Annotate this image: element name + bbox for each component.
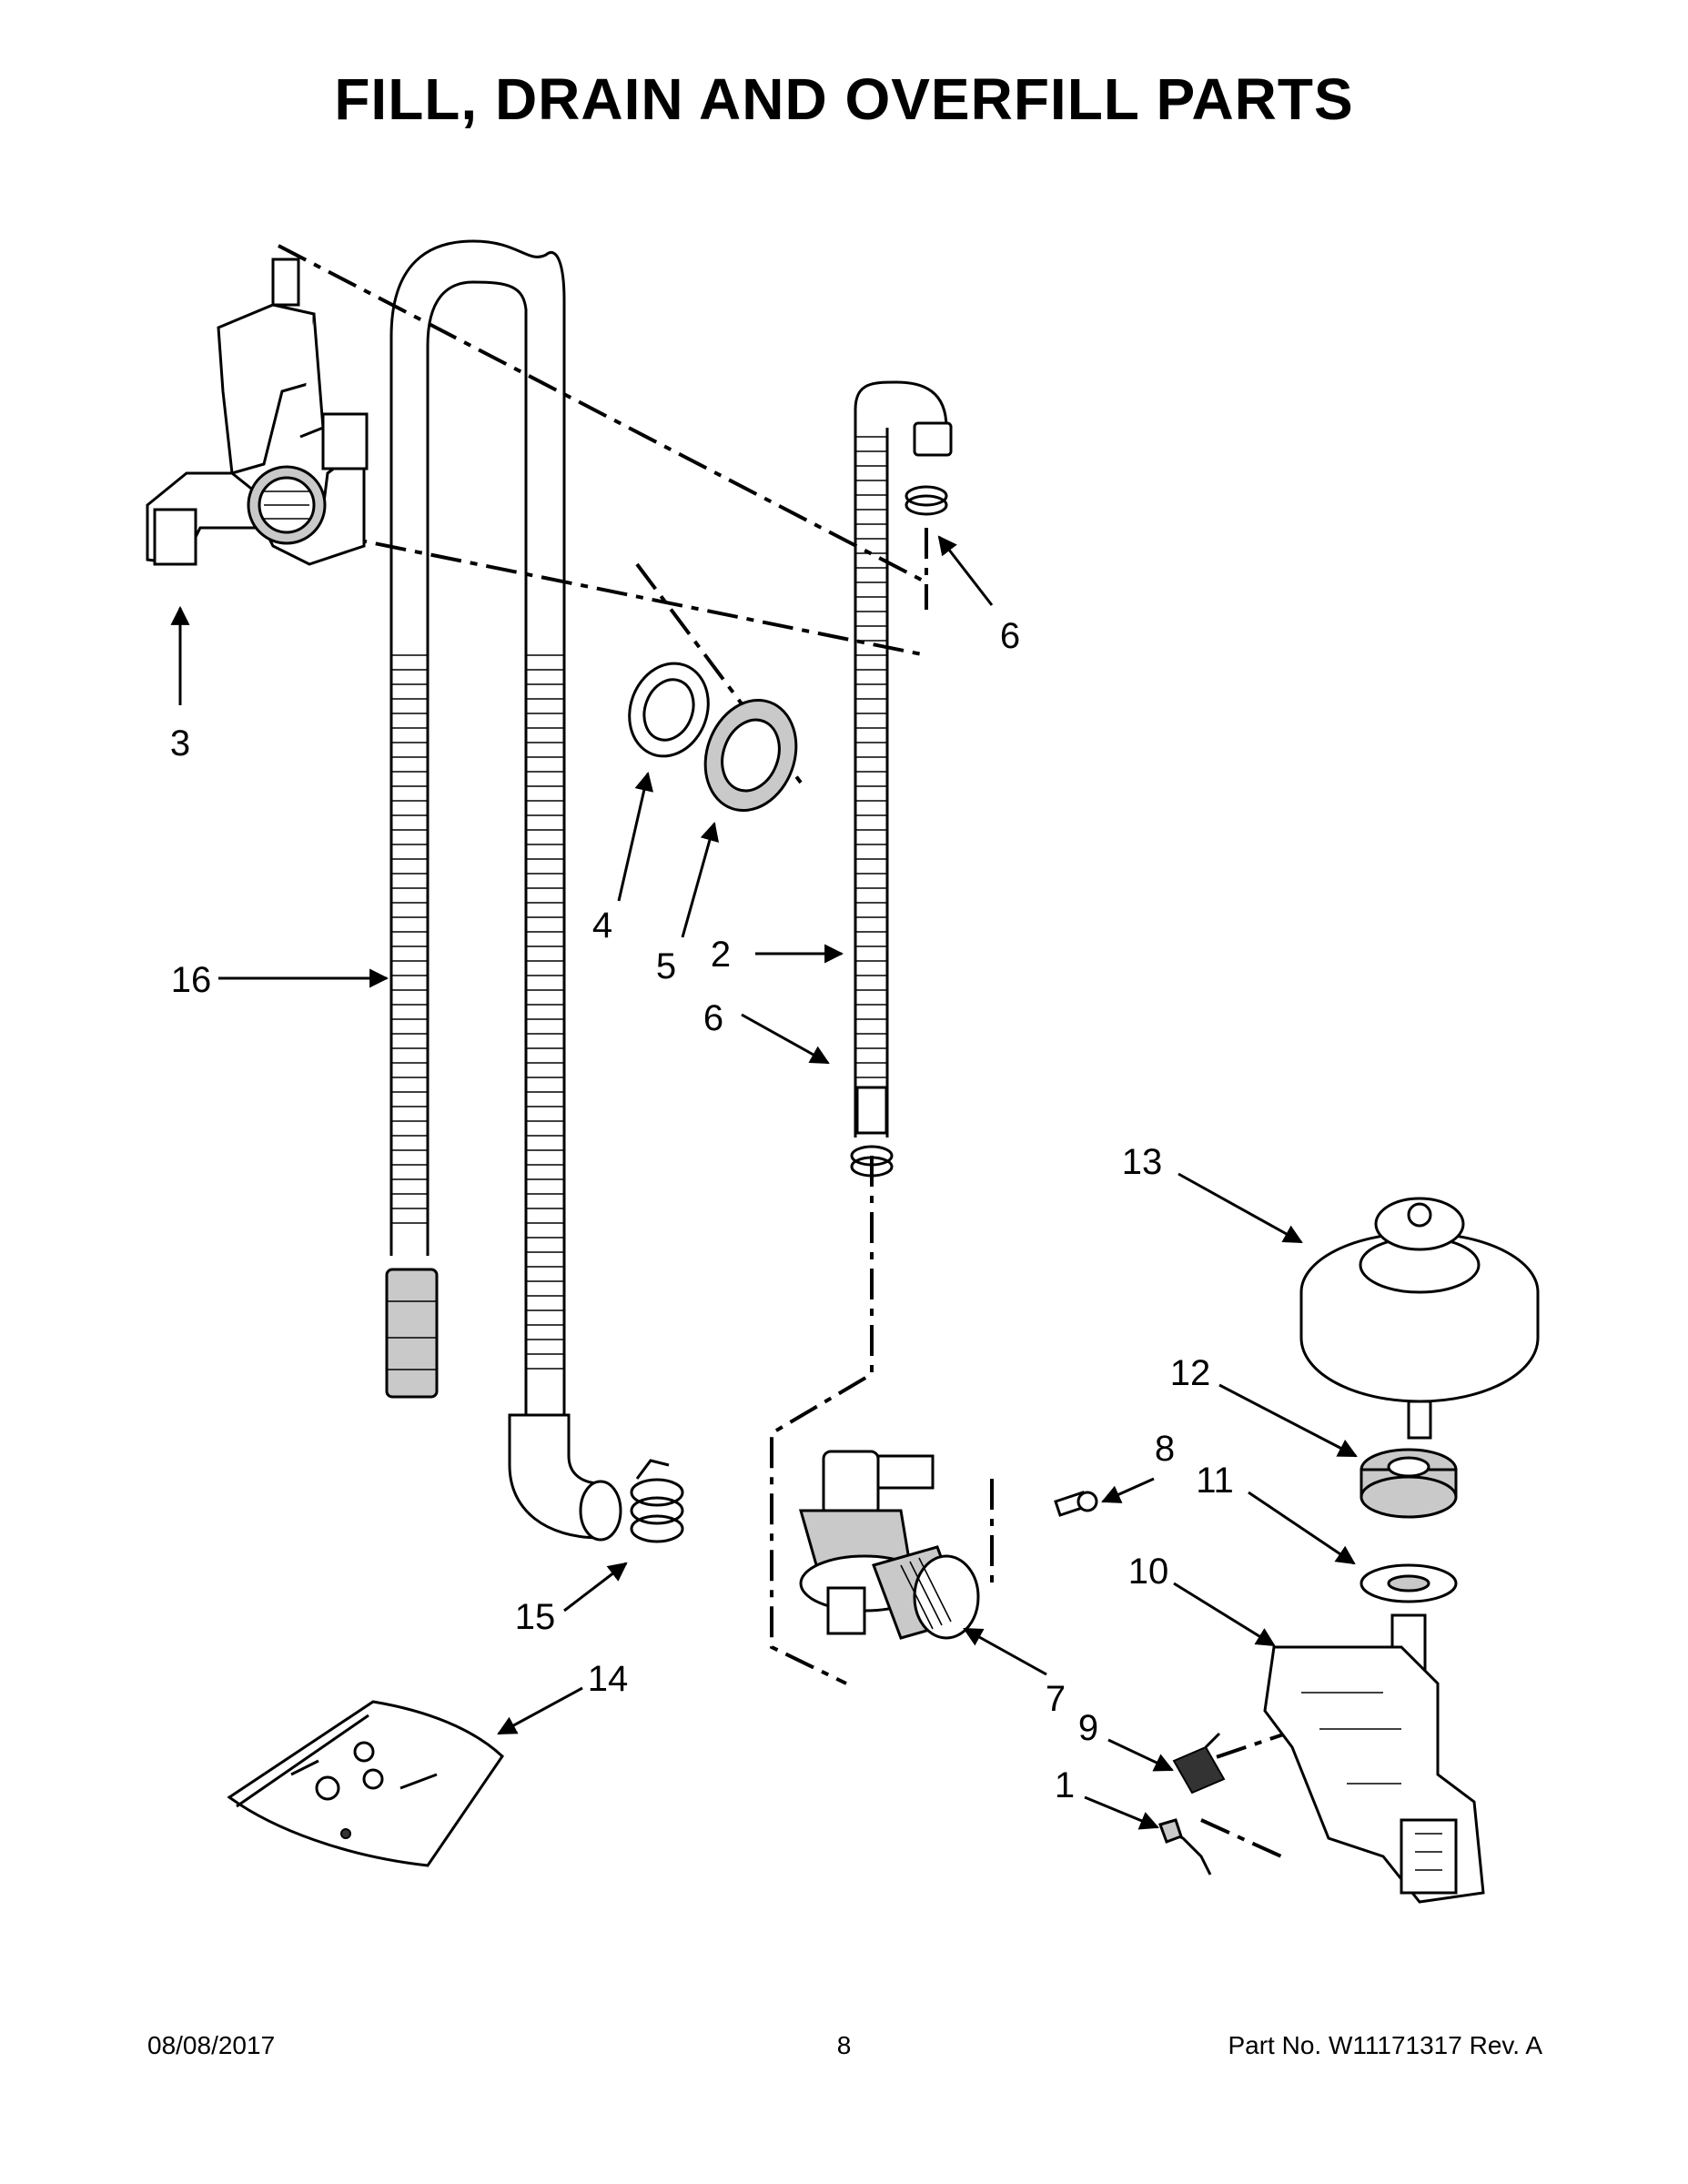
footer-date: 08/08/2017 — [147, 2031, 276, 2059]
callout-7: 7 — [1046, 1679, 1066, 1719]
callout-10: 10 — [1128, 1552, 1169, 1592]
float-switch-bracket-part — [1263, 1613, 1485, 1904]
drain-hose-part — [385, 239, 622, 1542]
callout-16: 16 — [171, 960, 212, 1000]
callout-4: 4 — [592, 905, 612, 945]
callout-11: 11 — [1196, 1461, 1234, 1501]
callout-14: 14 — [588, 1659, 629, 1699]
hose-nut-part — [703, 698, 798, 813]
leader-lines — [170, 535, 1358, 1830]
float-part — [1299, 1197, 1540, 1440]
callout-6-lower: 6 — [703, 998, 723, 1038]
float-gasket-part — [1359, 1563, 1458, 1603]
fill-hose-part — [854, 380, 953, 1138]
gasket-part — [628, 662, 710, 758]
float-nut-part — [1359, 1448, 1458, 1519]
callout-15: 15 — [515, 1597, 556, 1637]
footer-page-number: 8 — [836, 2031, 852, 2059]
callout-8: 8 — [1155, 1429, 1175, 1469]
hose-clamp-upper-part — [905, 485, 948, 516]
callout-5: 5 — [656, 946, 676, 986]
callout-9: 9 — [1078, 1708, 1098, 1748]
callout-13: 13 — [1122, 1142, 1163, 1182]
vent-housing-part — [146, 258, 369, 566]
callout-3: 3 — [170, 723, 190, 763]
callout-12: 12 — [1170, 1353, 1211, 1393]
wire-harness-part — [1158, 1818, 1212, 1876]
callout-labels: 3 6 16 4 5 2 6 13 12 8 11 10 7 9 1 15 14 — [170, 616, 1234, 1805]
page-title: FILL, DRAIN AND OVERFILL PARTS — [334, 66, 1354, 132]
assembly-lines — [278, 244, 1410, 1858]
water-inlet-valve-part — [799, 1450, 980, 1640]
hose-clamp-lower-part — [850, 1145, 894, 1178]
footer-part-number: Part No. W11171317 Rev. A — [1228, 2031, 1542, 2059]
callout-1: 1 — [1055, 1765, 1075, 1805]
mounting-screw-part — [1054, 1491, 1098, 1517]
callout-6-upper: 6 — [1000, 616, 1020, 656]
micro-switch-part — [1172, 1732, 1226, 1795]
hardware-bag-part — [227, 1700, 504, 1867]
drain-hose-clamp-part — [630, 1459, 684, 1543]
callout-2: 2 — [711, 935, 731, 975]
